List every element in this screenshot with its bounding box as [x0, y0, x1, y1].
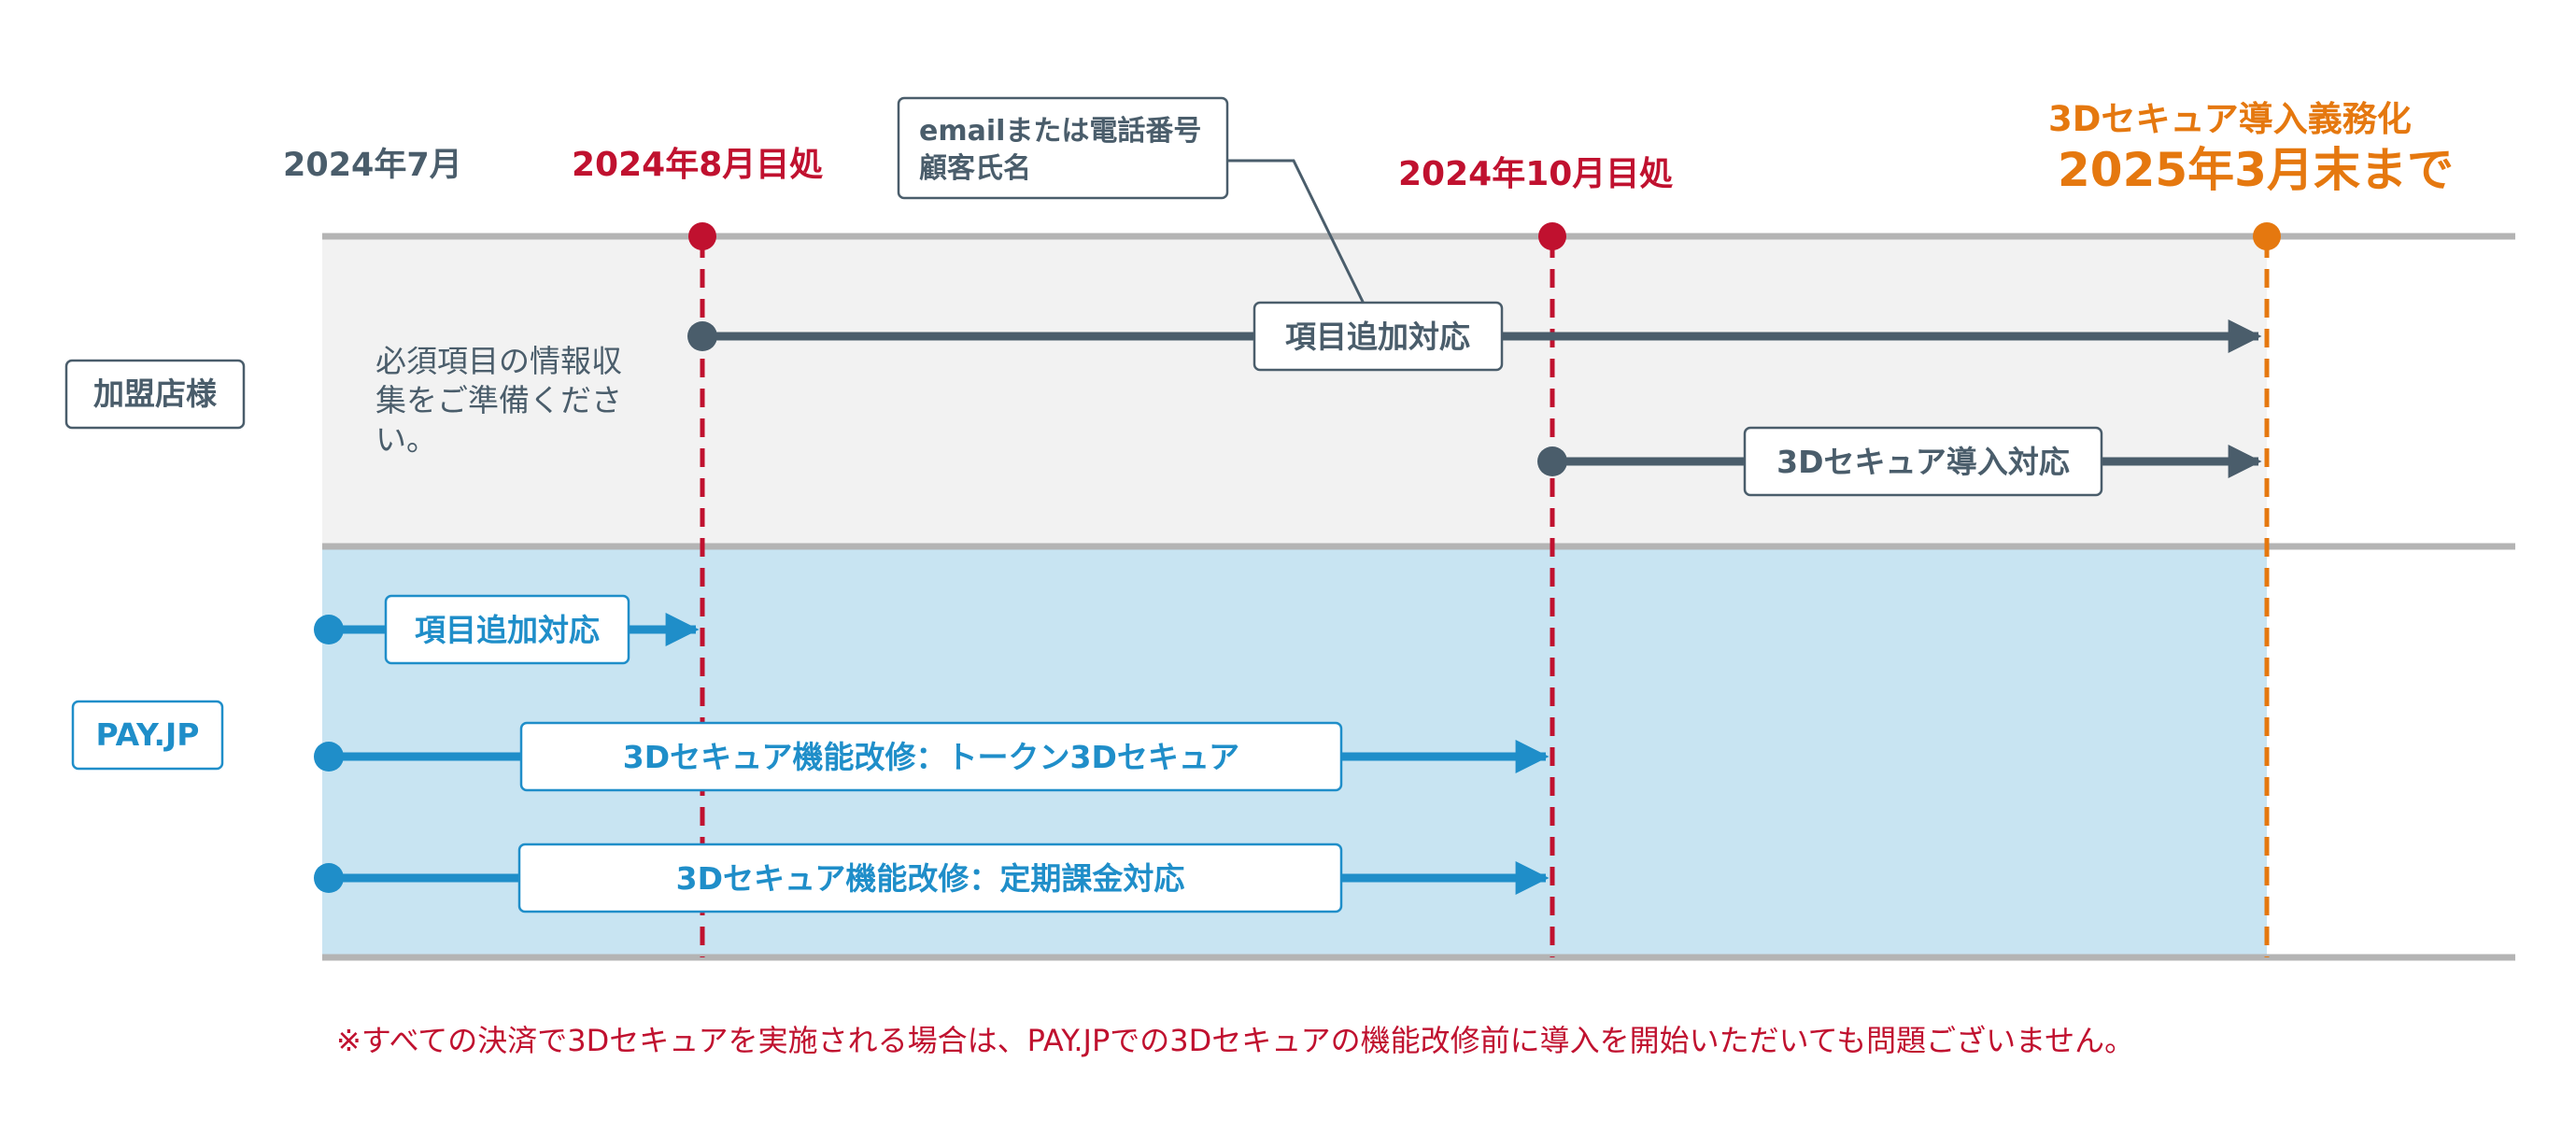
start-month-label: 2024年7月	[283, 147, 462, 184]
milestone-aug-dot	[688, 222, 716, 250]
payjp-token-start-dot	[314, 742, 344, 772]
deadline-title: 3Dセキュア導入義務化	[2048, 99, 2412, 139]
payjp-subscription-task-label: 3Dセキュア機能改修：定期課金対応	[676, 860, 1185, 897]
payjp-row-label: PAY.JP	[96, 716, 200, 753]
callout-line-1: emailまたは電話番号	[919, 115, 1201, 148]
milestone-oct-dot	[1538, 222, 1566, 250]
deadline-date: 2025年3月末まで	[2058, 143, 2454, 197]
merchant-row-label-box	[64, 359, 246, 430]
footnote: ※すべての決済で3Dセキュアを実施される場合は、PAY.JPでの3Dセキュアの機…	[336, 1023, 2134, 1058]
merchant-note-line-2: 集をご準備くださ	[375, 382, 622, 418]
payjp-token-task-label: 3Dセキュア機能改修：トークン3Dセキュア	[623, 739, 1239, 775]
milestone-aug-label: 2024年8月目処	[572, 146, 823, 184]
merchant-note-line-3: い。	[375, 421, 437, 458]
required-fields-callout	[897, 96, 1229, 200]
merchant-3ds-task-label: 3Dセキュア導入対応	[1776, 444, 2070, 480]
merchant-fields-task-label: 項目追加対応	[1285, 319, 1470, 355]
milestone-oct-label: 2024年10月目処	[1398, 155, 1673, 193]
deadline-dot	[2253, 222, 2281, 250]
payjp-subscription-task-box	[517, 843, 1343, 913]
payjp-fields-task-box	[384, 594, 630, 665]
merchant-3ds-start-dot	[1537, 446, 1567, 476]
payjp-fields-start-dot	[314, 615, 344, 644]
callout-leader-line	[1227, 159, 1366, 304]
payjp-row-label-box	[71, 700, 224, 771]
callout-line-2: 顧客氏名	[919, 152, 1031, 185]
merchant-3ds-task-box	[1743, 426, 2103, 497]
merchant-fields-task-box	[1253, 301, 1504, 372]
merchant-fields-start-dot	[687, 321, 717, 351]
payjp-token-task-box	[519, 721, 1343, 792]
merchant-note-line-1: 必須項目の情報収	[375, 343, 622, 379]
merchant-row-label: 加盟店様	[93, 375, 218, 412]
payjp-subscription-start-dot	[314, 863, 344, 893]
payjp-fields-task-label: 項目追加対応	[415, 612, 600, 648]
